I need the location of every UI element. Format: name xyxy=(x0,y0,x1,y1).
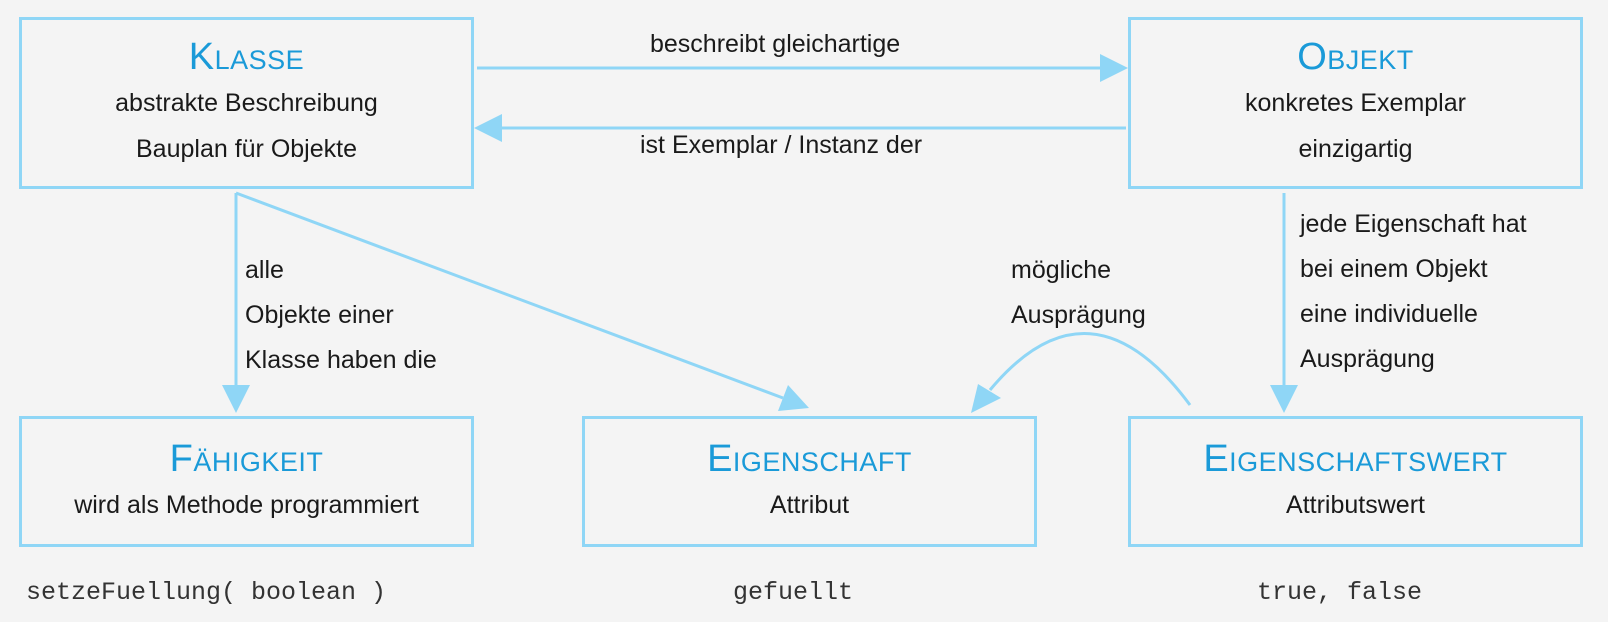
arrow-klasse-to-eigenschaft xyxy=(235,191,809,411)
box-eigenschaftswert: Eigenschaftswert Attributswert xyxy=(1128,416,1583,547)
edge-label-jede-1: jede Eigenschaft hat xyxy=(1300,210,1527,238)
box-klasse: Klasse abstrakte Beschreibung Bauplan fü… xyxy=(19,17,474,189)
code-attribut: gefuellt xyxy=(733,578,854,607)
edge-label-alle-2: Objekte einer xyxy=(245,301,394,329)
box-eigenschaftswert-title: Eigenschaftswert xyxy=(1203,437,1508,480)
code-werte: true, false xyxy=(1257,578,1423,607)
box-faehigkeit: Fähigkeit wird als Methode programmiert xyxy=(19,416,474,547)
box-objekt: Objekt konkretes Exemplar einzigartig xyxy=(1128,17,1583,189)
box-faehigkeit-title: Fähigkeit xyxy=(169,437,324,480)
box-klasse-line-2: Bauplan für Objekte xyxy=(136,135,357,163)
edge-label-alle-3: Klasse haben die xyxy=(245,346,437,374)
edge-label-alle-1: alle xyxy=(245,256,284,284)
code-methode: setzeFuellung( boolean ) xyxy=(26,578,387,607)
box-eigenschaft: Eigenschaft Attribut xyxy=(582,416,1037,547)
edge-label-instanz: ist Exemplar / Instanz der xyxy=(640,131,923,159)
edge-label-moegliche-1: mögliche xyxy=(1011,256,1112,284)
edge-label-jede-3: eine individuelle xyxy=(1300,300,1478,328)
box-objekt-title: Objekt xyxy=(1297,36,1414,78)
box-klasse-line-1: abstrakte Beschreibung xyxy=(115,89,378,117)
edge-label-moegliche-2: Ausprägung xyxy=(1011,301,1146,329)
box-eigenschaftswert-line-1: Attributswert xyxy=(1286,490,1425,519)
edge-label-jede-2: bei einem Objekt xyxy=(1300,255,1488,283)
arrow-klasse-to-objekt xyxy=(477,54,1128,82)
arrow-eigenschaftswert-to-eigenschaft xyxy=(971,332,1192,413)
arrow-objekt-to-klasse xyxy=(474,114,1126,142)
arrow-klasse-to-faehigkeit xyxy=(222,193,250,413)
box-klasse-title: Klasse xyxy=(188,36,305,78)
box-faehigkeit-line-1: wird als Methode programmiert xyxy=(74,490,419,519)
arrow-objekt-to-eigenschaftswert xyxy=(1270,193,1298,413)
edge-label-beschreibt: beschreibt gleichartige xyxy=(650,30,901,58)
box-objekt-line-2: einzigartig xyxy=(1298,135,1413,163)
box-eigenschaft-title: Eigenschaft xyxy=(707,437,912,480)
edge-label-jede-4: Ausprägung xyxy=(1300,345,1435,373)
box-eigenschaft-line-1: Attribut xyxy=(769,490,850,519)
box-objekt-line-1: konkretes Exemplar xyxy=(1245,89,1466,117)
